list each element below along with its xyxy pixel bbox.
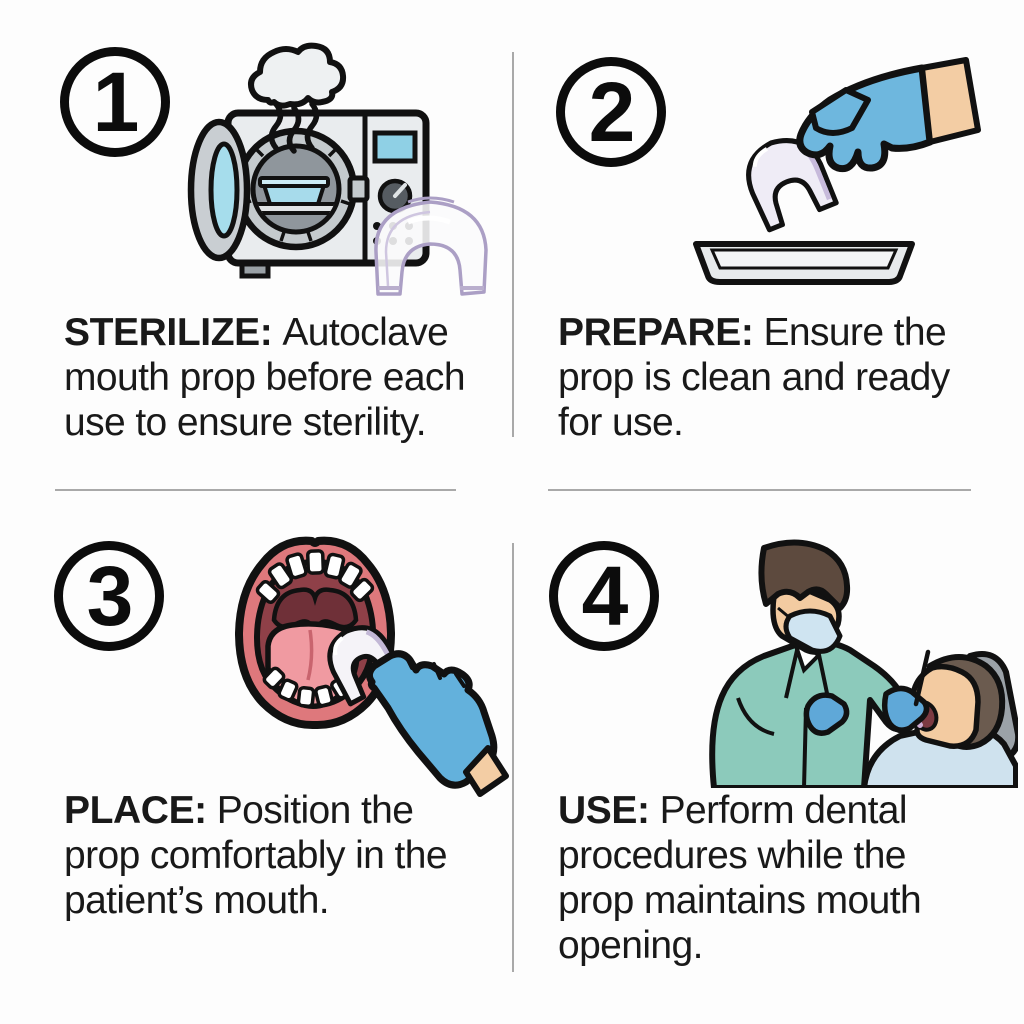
autoclave-buttons [373,222,413,245]
dentist-coat [709,639,915,788]
step-4-text: Perform dental [659,789,908,832]
patient-face [904,663,981,749]
sterilizer-tray [261,183,327,206]
collar [793,637,821,674]
step-2-text: Ensure the [763,311,947,354]
autoclave-open-door [187,118,251,262]
mouth-cavity [253,558,377,709]
vertical-divider-bottom [512,543,514,972]
open-mouth-icon [235,536,509,797]
gloved-hand-icon [796,57,981,173]
lips [235,536,395,730]
step-3-label: PLACE: [64,789,207,832]
dentist-hair [758,539,851,611]
step-2-caption: PREPARE:Ensure the prop is clean and rea… [558,311,950,444]
dental-chair-icon [956,651,1018,771]
step-2-label: PREPARE: [558,311,754,354]
step-3-number: 3 [86,549,134,643]
step-4-number: 4 [581,549,629,643]
dentist-glove-left [803,692,850,736]
step-3-caption: PLACE:Position the prop comfortably in t… [64,789,448,922]
patient-icon [904,654,1006,750]
step-1-number: 1 [92,55,140,149]
step-4-badge: 4 [549,541,659,651]
mouth-prop-in-place [913,704,923,728]
tongue [265,621,360,709]
step-3-text: Position the [216,789,414,832]
wrist-skin [463,745,509,797]
step-1-badge: 1 [60,47,170,157]
mouth-prop-icon [327,625,405,707]
autoclave-icon [187,42,488,296]
mouth-prop-icon [374,196,488,296]
patient-shirt [861,722,1018,788]
dental-procedure-icon [709,539,1018,788]
lower-teeth [262,666,352,709]
uvula [271,587,359,632]
autoclave-door-ring [234,127,358,251]
step-4-caption: USE:Perform dental procedures while the … [558,789,922,967]
horizontal-divider-left [55,489,456,491]
step-1-caption: STERILIZE:Autoclave mouth prop before ea… [64,311,466,444]
vertical-divider-top [512,52,514,437]
autoclave-dial [377,178,413,214]
autoclave-foot [239,247,271,279]
face-mask-icon [783,608,843,654]
steam-icon [248,42,347,154]
step-2-number: 2 [588,65,636,159]
patient-hair [926,654,1006,750]
dentist-face [770,583,842,655]
step-1-text: Autoclave [282,311,449,354]
prop-over-tray-icon [693,57,981,285]
dentist-glove-right [881,685,930,733]
mouth-prop-icon [746,138,839,233]
step-1-label: STERILIZE: [64,311,273,354]
upper-teeth [255,549,375,604]
step-4-label: USE: [558,789,650,832]
step-3-badge: 3 [54,541,164,651]
step-2-badge: 2 [556,57,666,167]
autoclave-chamber [250,143,342,235]
patient-open-mouth [911,700,939,732]
autoclave-display [372,130,418,164]
dentist-icon [709,539,931,788]
autoclave-body [224,109,430,267]
door-latch [347,175,370,203]
tray-icon [693,241,915,285]
dental-instrument-icon [913,649,931,707]
wrist-skin [919,57,981,145]
horizontal-divider-right [548,489,971,491]
gloved-hand-icon [365,650,509,797]
